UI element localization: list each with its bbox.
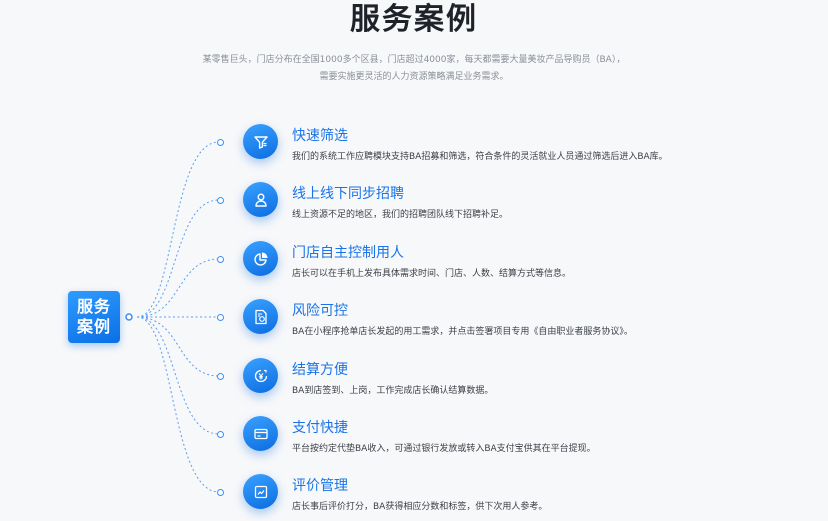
list-item: 快速筛选 我们的系统工作应聘模块支持BA招募和筛选，符合条件的灵活就业人员通过筛… xyxy=(0,113,828,171)
item-description: BA到店签到、上岗，工作完成店长确认结算数据。 xyxy=(292,386,494,396)
rating-icon xyxy=(243,474,278,509)
connector-dot xyxy=(217,139,224,146)
item-description: 店长可以在手机上发布具体需求时间、门店、人数、结算方式等信息。 xyxy=(292,269,572,279)
pie-chart-icon xyxy=(243,241,278,276)
connector-dot xyxy=(217,256,224,263)
item-description: 线上资源不足的地区，我们的招聘团队线下招聘补足。 xyxy=(292,210,509,220)
list-item: 结算方便 BA到店签到、上岗，工作完成店长确认结算数据。 xyxy=(0,347,828,405)
page-title: 服务案例 xyxy=(350,2,478,37)
connector-dot xyxy=(217,314,224,321)
item-title: 门店自主控制用人 xyxy=(292,245,404,261)
card-icon xyxy=(243,416,278,451)
item-description: 店长事后评价打分，BA获得相应分数和标签，供下次用人参考。 xyxy=(292,502,548,512)
yen-coin-icon xyxy=(243,358,278,393)
user-icon xyxy=(243,182,278,217)
item-title: 评价管理 xyxy=(292,478,348,494)
item-description: BA在小程序抢单店长发起的用工需求，并点击签署项目专用《自由职业者服务协议》。 xyxy=(292,327,633,337)
connector-dot xyxy=(217,489,224,496)
page-subtitle: 某零售巨头，门店分布在全国1000多个区县，门店超过4000家，每天都需要大量美… xyxy=(202,55,626,82)
connector-dot xyxy=(217,373,224,380)
item-title: 支付快捷 xyxy=(292,420,348,436)
list-item: 风险可控 BA在小程序抢单店长发起的用工需求，并点击签署项目专用《自由职业者服务… xyxy=(0,288,828,346)
item-title: 风险可控 xyxy=(292,303,348,319)
item-title: 结算方便 xyxy=(292,362,348,378)
item-title: 快速筛选 xyxy=(292,128,348,144)
list-item: 评价管理 店长事后评价打分，BA获得相应分数和标签，供下次用人参考。 xyxy=(0,463,828,521)
funnel-icon xyxy=(243,124,278,159)
service-case-badge: 服务案例 xyxy=(68,291,120,343)
connector-dot xyxy=(217,431,224,438)
connector-dot xyxy=(217,197,224,204)
item-description: 平台按约定代垫BA收入，可通过银行发放或转入BA支付宝供其在平台提现。 xyxy=(292,444,596,454)
document-gear-icon xyxy=(243,299,278,334)
list-item: 门店自主控制用人 店长可以在手机上发布具体需求时间、门店、人数、结算方式等信息。 xyxy=(0,230,828,288)
item-description: 我们的系统工作应聘模块支持BA招募和筛选，符合条件的灵活就业人员通过筛选后进入B… xyxy=(292,152,668,162)
item-title: 线上线下同步招聘 xyxy=(292,186,404,202)
list-item: 支付快捷 平台按约定代垫BA收入，可通过银行发放或转入BA支付宝供其在平台提现。 xyxy=(0,405,828,463)
list-item: 线上线下同步招聘 线上资源不足的地区，我们的招聘团队线下招聘补足。 xyxy=(0,171,828,229)
